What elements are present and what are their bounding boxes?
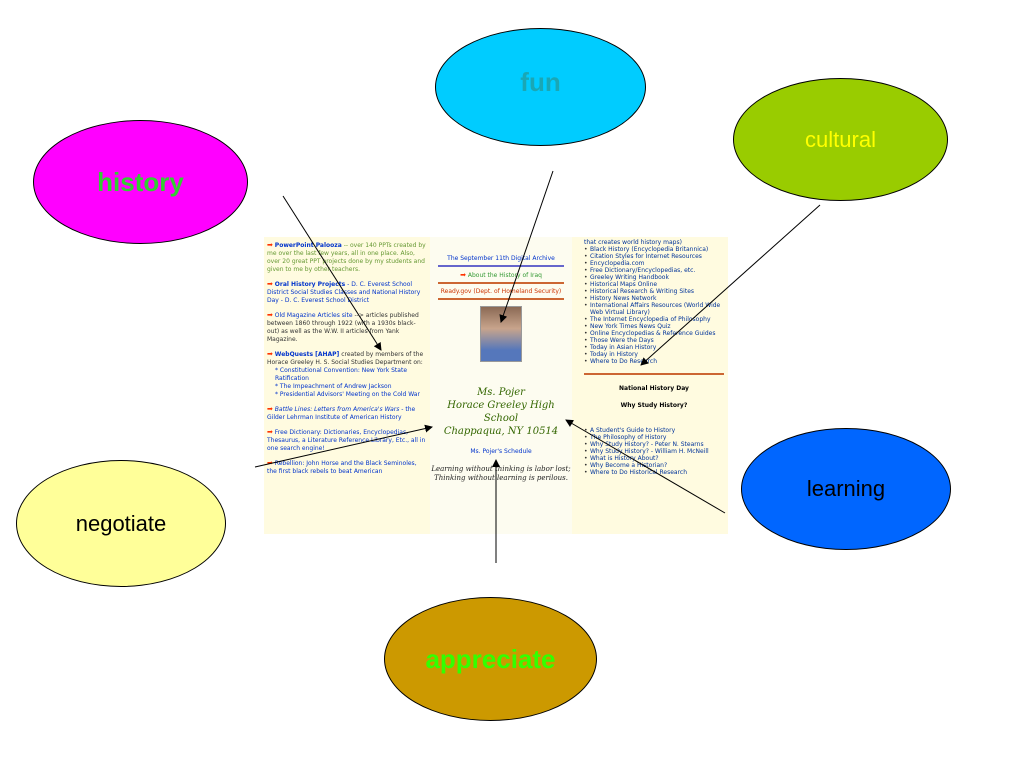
arrow-bullet-icon: ➡ bbox=[267, 459, 273, 467]
learning-label: learning bbox=[806, 476, 886, 501]
arrow-negotiate bbox=[254, 424, 433, 468]
divider bbox=[438, 282, 564, 284]
resource-link[interactable]: Where to Do Research bbox=[584, 358, 724, 365]
resource-link[interactable]: Why Study History? - Peter N. Stearns bbox=[584, 441, 724, 448]
entry-text: : Dictionaries, Encyclopedias, Thesaurus… bbox=[267, 429, 426, 452]
arrow-bullet-icon: ➡ bbox=[267, 311, 273, 319]
fun-bubble: fun bbox=[435, 28, 646, 146]
teacher-name: Ms. Pojer bbox=[477, 387, 525, 398]
history-bubble: history bbox=[33, 120, 248, 244]
why-history-list: A Student's Guide to HistoryThe Philosop… bbox=[584, 427, 724, 476]
middle-column: The September 11th Digital Archive ➡ Abo… bbox=[430, 237, 572, 534]
quote-line-1: Learning without thinking is labor lost; bbox=[431, 465, 571, 473]
resource-list: that creates world history maps)Black Hi… bbox=[584, 239, 724, 365]
powerpoint-palooza-link[interactable]: PowerPoint Palooza bbox=[274, 242, 342, 249]
arrow-history bbox=[282, 195, 382, 351]
arrow-bullet-icon: ➡ bbox=[460, 271, 466, 279]
resource-link[interactable]: Black History (Encyclopedia Britannica) bbox=[584, 246, 724, 253]
resource-link[interactable]: History News Network bbox=[584, 295, 724, 302]
fun-label: fun bbox=[520, 66, 561, 97]
resource-link[interactable]: Encyclopedia.com bbox=[584, 260, 724, 267]
cultural-label: cultural bbox=[805, 126, 876, 152]
appreciate-label: appreciate bbox=[425, 643, 556, 674]
webquest-item[interactable]: * Constitutional Convention: New York St… bbox=[275, 367, 408, 382]
school-name: Horace Greeley High School bbox=[447, 400, 555, 424]
arrow-bullet-icon: ➡ bbox=[267, 241, 273, 249]
arrow-bullet-icon: ➡ bbox=[267, 350, 273, 358]
negotiate-label: negotiate bbox=[75, 510, 167, 536]
negotiate-bubble: negotiate bbox=[16, 460, 226, 587]
learning-bubble: learning bbox=[741, 428, 951, 550]
schedule-link[interactable]: Ms. Pojer's Schedule bbox=[470, 448, 532, 455]
national-history-day-heading: National History Day bbox=[619, 385, 689, 392]
appreciate-bubble: appreciate bbox=[384, 597, 597, 721]
quote-line-2: Thinking without learning is perilous. bbox=[434, 474, 568, 482]
left-column: ➡ PowerPoint Palooza -- over 140 PPTs cr… bbox=[264, 237, 430, 534]
left-entry: ➡ Old Magazine Articles site --> article… bbox=[267, 311, 427, 344]
arrow-bullet-icon: ➡ bbox=[267, 405, 273, 413]
entry-text: -- over 140 PPTs created by me over the … bbox=[267, 242, 426, 273]
rebellion-link[interactable]: Rebellion: John Horse and the Black Semi… bbox=[274, 460, 415, 467]
divider bbox=[438, 265, 564, 267]
entry-text: - the Gilder Lehrman Institute of Americ… bbox=[267, 406, 416, 421]
free-dictionary-link[interactable]: Free Dictionary bbox=[274, 429, 320, 436]
webquest-item[interactable]: * Presidential Advisors' Meeting on the … bbox=[275, 391, 420, 398]
resource-link[interactable]: What is History About? bbox=[584, 455, 724, 462]
left-entry: ➡ PowerPoint Palooza -- over 140 PPTs cr… bbox=[267, 241, 427, 274]
webquests-link[interactable]: WebQuests [AHAP] bbox=[274, 351, 340, 358]
resource-link[interactable]: The Internet Encyclopedia of Philosophy bbox=[584, 316, 724, 323]
school-city: Chappaqua, NY 10514 bbox=[443, 426, 559, 437]
resource-link[interactable]: Citation Styles for Internet Resources bbox=[584, 253, 724, 260]
entry-text: created by members of the Horace Greeley… bbox=[267, 351, 424, 366]
resource-link[interactable]: Greeley Writing Handbook bbox=[584, 274, 724, 281]
resource-link[interactable]: International Affairs Resources (World W… bbox=[584, 302, 724, 316]
resource-link[interactable]: Today in History bbox=[584, 351, 724, 358]
resource-link[interactable]: Those Were the Days bbox=[584, 337, 724, 344]
arrow-fun bbox=[499, 170, 554, 323]
resource-link[interactable]: New York Times News Quiz bbox=[584, 323, 724, 330]
left-entry: ➡ Oral History Projects - D. C. Everest … bbox=[267, 280, 427, 305]
left-entry: ➡ WebQuests [AHAP] created by members of… bbox=[267, 350, 427, 399]
arrow-bullet-icon: ➡ bbox=[267, 428, 273, 436]
resource-link[interactable]: The Philosophy of History bbox=[584, 434, 724, 441]
arrow-learning bbox=[565, 419, 726, 514]
resource-link[interactable]: Historical Research & Writing Sites bbox=[584, 288, 724, 295]
oral-history-link[interactable]: Oral History Projects bbox=[274, 281, 346, 288]
iraq-history-label: About the History of Iraq bbox=[467, 272, 542, 279]
resource-link[interactable]: A Student's Guide to History bbox=[584, 427, 724, 434]
ready-gov-link[interactable]: Ready.gov (Dept. of Homeland Security) bbox=[440, 288, 562, 295]
arrow-bullet-icon: ➡ bbox=[267, 280, 273, 288]
resource-link[interactable]: Online Encyclopedias & Reference Guides bbox=[584, 330, 724, 337]
left-entry: ➡ Free Dictionary: Dictionaries, Encyclo… bbox=[267, 428, 427, 453]
entry-text: --> articles published between 1860 thro… bbox=[267, 312, 419, 343]
right-column: that creates world history maps)Black Hi… bbox=[572, 237, 728, 534]
resource-link[interactable]: Why Study History? - William H. McNeill bbox=[584, 448, 724, 455]
divider bbox=[584, 373, 724, 375]
old-magazine-link[interactable]: Old Magazine Articles site bbox=[274, 312, 353, 319]
left-entry: ➡ Battle Lines: Letters from America's W… bbox=[267, 405, 427, 422]
resource-link[interactable]: Where to Do Historical Research bbox=[584, 469, 724, 476]
divider bbox=[438, 298, 564, 300]
cultural-bubble: cultural bbox=[733, 78, 948, 201]
iraq-history-link[interactable]: ➡ About the History of Iraq bbox=[436, 267, 566, 282]
why-study-history-heading: Why Study History? bbox=[620, 402, 688, 409]
left-entry: ➡ Rebellion: John Horse and the Black Se… bbox=[267, 459, 427, 476]
resource-link[interactable]: Historical Maps Online bbox=[584, 281, 724, 288]
battle-lines-link[interactable]: Battle Lines: Letters from America's War… bbox=[274, 406, 400, 413]
entry-text: , the first black rebels to beat America… bbox=[267, 460, 417, 475]
resource-link[interactable]: Why Become a Historian? bbox=[584, 462, 724, 469]
resource-link[interactable]: Today in Asian History bbox=[584, 344, 724, 351]
history-label: history bbox=[97, 166, 184, 197]
resource-link[interactable]: that creates world history maps) bbox=[584, 239, 682, 246]
resource-link[interactable]: Free Dictionary/Encyclopedias, etc. bbox=[584, 267, 724, 274]
webquest-item[interactable]: * The Impeachment of Andrew Jackson bbox=[275, 383, 392, 390]
sept11-archive-link[interactable]: The September 11th Digital Archive bbox=[447, 255, 555, 262]
entry-text: - D. C. Everest School District Social S… bbox=[267, 281, 421, 304]
arrow-cultural bbox=[640, 204, 821, 366]
website-screenshot: ➡ PowerPoint Palooza -- over 140 PPTs cr… bbox=[264, 237, 728, 534]
